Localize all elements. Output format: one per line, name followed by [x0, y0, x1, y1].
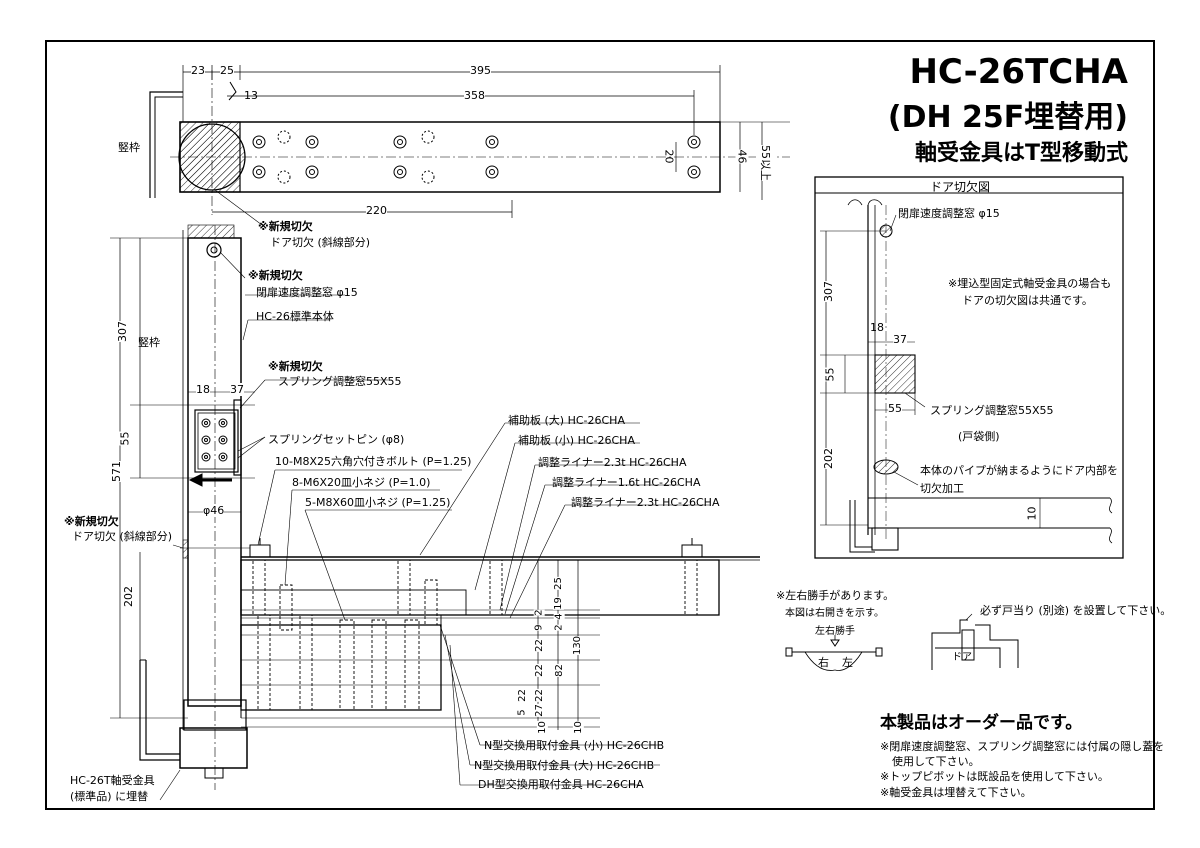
sec-dim-27: 27	[533, 704, 545, 717]
sec-dim-25: 25	[552, 577, 564, 590]
sec-dim-22b: 22	[533, 664, 545, 677]
hand-diagram	[785, 613, 1019, 671]
stop-note: 必ず戸当り (別途) を設置して下さい。	[980, 604, 1172, 617]
hand-right: 右	[818, 656, 829, 669]
note-standard-body: HC-26標準本体	[256, 310, 334, 323]
door-cut-spring-side: (戸袋側)	[958, 430, 1000, 443]
door-cut-speed-window: 閉扉速度調整窓 φ15	[898, 207, 1000, 220]
sec-dim-22a: 22	[533, 639, 545, 652]
mount-assembly	[159, 251, 760, 801]
mount-dh: DH型交換用取付金具 HC-26CHA	[478, 778, 644, 791]
door-cut-note2: ドアの切欠図は共通です。	[962, 294, 1093, 307]
sec-dim-22d: 22	[516, 689, 528, 702]
door-cut-dim-10: 10	[1025, 506, 1039, 521]
sec-dim-19: 19	[552, 597, 564, 610]
part-liner-16: 調整ライナー1.6t HC-26CHA	[552, 476, 701, 489]
sec-dim-2b: 2	[553, 624, 565, 631]
door-cut-dim-55v: 55	[823, 367, 837, 382]
side-dim-phi46: φ46	[203, 504, 225, 517]
side-dim-37: 37	[230, 383, 244, 396]
dim-23: 23	[191, 64, 205, 77]
sec-dim-130: 130	[572, 635, 584, 656]
note-door-cut-2: ドア切欠 (斜線部分)	[72, 530, 173, 543]
note-bolt-m8x25: 10-M8X25六角穴付きボルト (P=1.25)	[275, 455, 472, 468]
dim-220: 220	[366, 204, 387, 217]
note-screw-m6x20: 8-M6X20皿小ネジ (P=1.0)	[292, 476, 431, 489]
sec-dim-22c: 22	[533, 689, 545, 702]
plan-view	[149, 65, 790, 226]
hand-left: 左	[842, 656, 853, 669]
dim-20: 20	[662, 149, 676, 164]
door-cut-note1: ※埋込型固定式軸受金具の場合も	[948, 277, 1112, 290]
hand-note-line1: ※左右勝手があります。	[776, 589, 895, 602]
note-bearing-2: (標準品) に埋替	[70, 790, 149, 803]
part-plate-large: 補助板 (大) HC-26CHA	[508, 414, 625, 427]
note-new-cut-1: ※新規切欠	[248, 269, 303, 282]
note-spring-pin: スプリングセットピン (φ8)	[268, 433, 405, 446]
plan-new-cut-note: ※新規切欠	[258, 220, 313, 233]
model-tagline: 軸受金具はT型移動式	[914, 141, 1128, 166]
dim-395: 395	[470, 64, 491, 77]
door-cut-dim-18: 18	[870, 321, 884, 334]
sec-dim-4: 4	[553, 613, 565, 620]
side-frame-label: 竪枠	[138, 336, 160, 349]
door-label: ドア	[952, 652, 972, 663]
dim-55-min: 55以上	[758, 145, 774, 181]
door-cut-spring-window: スプリング調整窓55X55	[930, 404, 1054, 417]
sec-dim-5: 5	[516, 709, 528, 716]
dim-358: 358	[464, 89, 485, 102]
side-view	[110, 224, 255, 790]
part-plate-small: 補助板 (小) HC-26CHA	[518, 434, 635, 447]
hand-note-line2: 本図は右開きを示す。	[785, 608, 884, 619]
side-dim-571: 571	[110, 461, 123, 482]
plan-frame-label: 竪枠	[118, 141, 140, 154]
note-new-cut-3: ※新規切欠	[64, 515, 119, 528]
order-line-4: ※軸受金具は埋替えて下さい。	[880, 786, 1032, 799]
order-line-2: 使用して下さい。	[892, 755, 980, 768]
dim-25: 25	[220, 64, 234, 77]
note-speed-window: 閉扉速度調整窓 φ15	[256, 286, 358, 299]
note-screw-m8x60: 5-M8X60皿小ネジ (P=1.25)	[305, 496, 451, 509]
door-cut-dim-37: 37	[893, 333, 907, 346]
sec-dim-2a: 2	[533, 609, 545, 616]
door-cut-panel-title: ドア切欠図	[930, 180, 991, 194]
note-bearing-1: HC-26T軸受金具	[70, 774, 155, 787]
order-line-1: ※閉扉速度調整窓、スプリング調整窓には付属の隠し蓋を	[880, 740, 1165, 753]
side-dim-307: 307	[116, 321, 129, 342]
side-dim-18: 18	[196, 383, 210, 396]
part-liner-23a: 調整ライナー2.3t HC-26CHA	[538, 456, 687, 469]
mount-n-large: N型交換用取付金具 (大) HC-26CHB	[474, 759, 655, 772]
order-headline: 本製品はオーダー品です。	[880, 713, 1083, 733]
model-subtitle: (DH 25F埋替用)	[887, 100, 1128, 135]
dim-46: 46	[735, 149, 749, 164]
sec-dim-82: 82	[553, 664, 565, 677]
door-cut-dim-55h: 55	[888, 402, 902, 415]
drawing-frame	[45, 40, 1155, 810]
dim-13: 13	[244, 89, 258, 102]
model-title: HC-26TCHA	[909, 52, 1128, 92]
note-new-cut-2: ※新規切欠	[268, 360, 323, 373]
side-dim-202: 202	[122, 586, 135, 607]
sec-dim-10b: 10	[572, 721, 584, 734]
door-cut-pipe-note1: 本体のパイプが納まるようにドア内部を	[920, 464, 1118, 477]
sec-dim-9: 9	[533, 624, 545, 631]
plan-door-cut-note: ドア切欠 (斜線部分)	[270, 236, 371, 249]
note-spring-window: スプリング調整窓55X55	[278, 375, 402, 388]
part-liner-23b: 調整ライナー2.3t HC-26CHA	[571, 496, 720, 509]
order-line-3: ※トップピボットは既設品を使用して下さい。	[880, 770, 1109, 783]
sec-dim-10a: 10	[536, 721, 548, 734]
door-cut-dim-307: 307	[822, 281, 835, 302]
door-cut-pipe-note2: 切欠加工	[920, 482, 964, 495]
hand-label: 左右勝手	[815, 626, 855, 637]
side-dim-55: 55	[118, 431, 132, 446]
door-cut-panel-graphics	[814, 176, 1124, 559]
mount-n-small: N型交換用取付金具 (小) HC-26CHB	[484, 739, 665, 752]
door-cut-dim-202: 202	[822, 448, 835, 469]
